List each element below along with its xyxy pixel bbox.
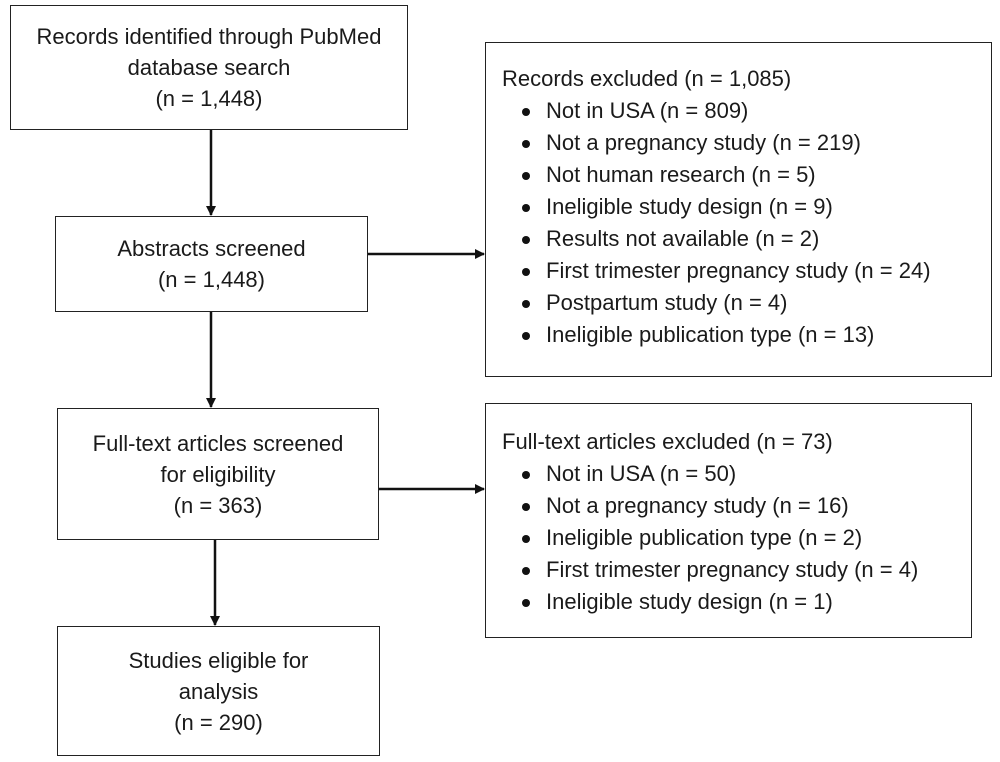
bullet-icon (522, 140, 530, 148)
stage-line: (n = 1,448) (155, 86, 263, 111)
list-item: Results not available (n = 2) (502, 223, 991, 255)
exclusion-heading: Records excluded (n = 1,085) (502, 66, 792, 91)
stage-line: Abstracts screened (117, 236, 306, 261)
stage-box-records-identified: Records identified through PubMed databa… (10, 5, 408, 130)
exclusion-list: Not in USA (n = 809) Not a pregnancy stu… (502, 95, 991, 351)
stage-box-studies-eligible: Studies eligible for analysis (n = 290) (57, 626, 380, 756)
bullet-icon (522, 599, 530, 607)
list-item-label: Not human research (n = 5) (546, 162, 816, 187)
list-item-label: Results not available (n = 2) (546, 226, 820, 251)
bullet-icon (522, 204, 530, 212)
list-item: Not a pregnancy study (n = 219) (502, 127, 991, 159)
bullet-icon (522, 108, 530, 116)
list-item-label: Not in USA (n = 809) (546, 98, 749, 123)
list-item: First trimester pregnancy study (n = 4) (502, 554, 971, 586)
exclusion-box-records-excluded: Records excluded (n = 1,085) Not in USA … (485, 42, 992, 377)
bullet-icon (522, 471, 530, 479)
bullet-icon (522, 268, 530, 276)
list-item: Ineligible study design (n = 1) (502, 586, 971, 618)
bullet-icon (522, 503, 530, 511)
bullet-icon (522, 300, 530, 308)
stage-line: Studies eligible for (128, 647, 309, 673)
bullet-icon (522, 236, 530, 244)
list-item: Postpartum study (n = 4) (502, 287, 991, 319)
list-item-label: Ineligible study design (n = 9) (546, 194, 833, 219)
list-item: Not a pregnancy study (n = 16) (502, 490, 971, 522)
stage-line: (n = 363) (173, 492, 263, 518)
list-item-label: Ineligible publication type (n = 13) (546, 322, 875, 347)
stage-line: database search (127, 55, 291, 80)
list-item-label: Ineligible publication type (n = 2) (546, 525, 863, 550)
list-item-label: Not a pregnancy study (n = 16) (546, 493, 849, 518)
list-item-label: First trimester pregnancy study (n = 4) (546, 557, 919, 582)
list-item: Ineligible publication type (n = 13) (502, 319, 991, 351)
stage-box-abstracts-screened: Abstracts screened (n = 1,448) (55, 216, 368, 312)
list-item: Ineligible study design (n = 9) (502, 191, 991, 223)
stage-line: (n = 290) (174, 709, 263, 735)
stage-line: analysis (178, 678, 259, 704)
list-item-label: Not in USA (n = 50) (546, 461, 737, 486)
stage-line: (n = 1,448) (157, 267, 265, 292)
stage-line: Records identified through PubMed (36, 24, 382, 49)
exclusion-list: Not in USA (n = 50) Not a pregnancy stud… (502, 458, 971, 618)
bullet-icon (522, 172, 530, 180)
list-item: Not human research (n = 5) (502, 159, 991, 191)
list-item: First trimester pregnancy study (n = 24) (502, 255, 991, 287)
list-item-label: First trimester pregnancy study (n = 24) (546, 258, 931, 283)
exclusion-box-full-text-excluded: Full-text articles excluded (n = 73) Not… (485, 403, 972, 638)
list-item-label: Postpartum study (n = 4) (546, 290, 788, 315)
stage-box-full-text-screened: Full-text articles screened for eligibil… (57, 408, 379, 540)
stage-line: for eligibility (160, 461, 276, 487)
stage-line: Full-text articles screened (92, 430, 344, 456)
list-item: Not in USA (n = 50) (502, 458, 971, 490)
bullet-icon (522, 332, 530, 340)
bullet-icon (522, 567, 530, 575)
exclusion-heading: Full-text articles excluded (n = 73) (502, 429, 833, 454)
list-item: Ineligible publication type (n = 2) (502, 522, 971, 554)
list-item-label: Ineligible study design (n = 1) (546, 589, 833, 614)
bullet-icon (522, 535, 530, 543)
list-item-label: Not a pregnancy study (n = 219) (546, 130, 861, 155)
list-item: Not in USA (n = 809) (502, 95, 991, 127)
